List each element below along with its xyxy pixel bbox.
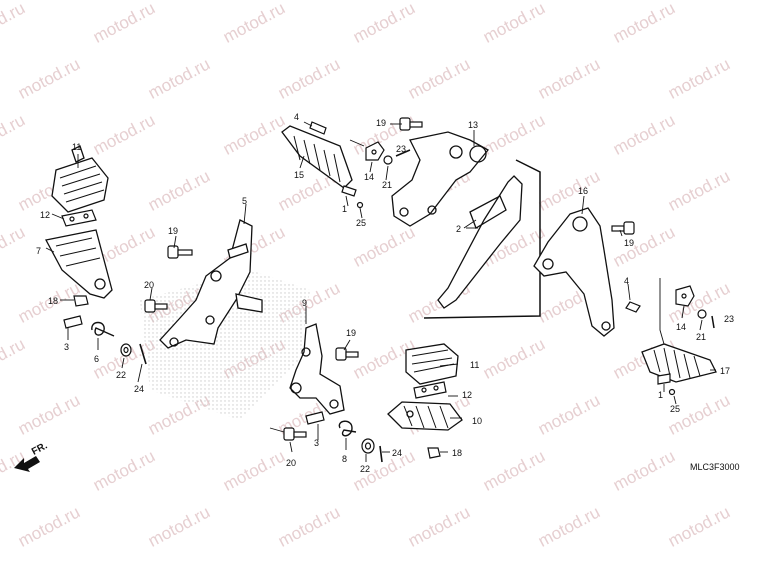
part-11-footpeg-rubber-lower xyxy=(405,343,459,385)
part-18-nut-left xyxy=(73,295,89,307)
part-12-plate-left xyxy=(61,209,97,227)
part-12-plate-lower xyxy=(413,381,447,399)
part-3-pin-lower xyxy=(305,411,325,425)
part-14-clip-upper xyxy=(365,141,385,161)
part-6-spring-left xyxy=(91,321,115,337)
callout-23-right: 23 xyxy=(724,314,734,324)
callout-15: 15 xyxy=(294,170,304,180)
part-21-washer-upper xyxy=(383,155,393,165)
part-24-cotter-left xyxy=(139,343,147,365)
part-22-washer-left xyxy=(120,343,132,357)
callout-21-right: 21 xyxy=(696,332,706,342)
callout-1-upper: 1 xyxy=(342,204,347,214)
callout-7: 7 xyxy=(36,246,41,256)
callout-25-right: 25 xyxy=(670,404,680,414)
part-9-step-bracket-lower xyxy=(289,323,345,415)
part-18-nut-lower xyxy=(427,447,441,459)
callout-21-upper: 21 xyxy=(382,180,392,190)
part-25-cotter-upper xyxy=(356,201,364,209)
callout-4-right: 4 xyxy=(624,276,629,286)
part-15-footpeg-upper xyxy=(281,125,353,189)
callout-2: 2 xyxy=(456,224,461,234)
callout-12-lower: 12 xyxy=(462,390,472,400)
callout-19-left: 19 xyxy=(168,226,178,236)
callout-22-lower: 22 xyxy=(360,464,370,474)
callout-10: 10 xyxy=(472,416,482,426)
part-23-pin-right xyxy=(711,315,715,329)
part-16-step-holder-right xyxy=(533,207,615,337)
callout-13: 13 xyxy=(468,120,478,130)
callout-19-lower: 19 xyxy=(346,328,356,338)
callout-14-upper: 14 xyxy=(364,172,374,182)
callout-24-left: 24 xyxy=(134,384,144,394)
part-21-washer-right xyxy=(697,309,707,319)
part-1-washer-right xyxy=(657,373,671,385)
part-1-washer-upper xyxy=(341,185,357,197)
part-25-cotter-right xyxy=(668,388,676,396)
part-19-bolt-upper xyxy=(399,117,423,131)
part-4-pin-upper xyxy=(309,121,327,135)
leader-lines xyxy=(45,121,716,462)
diagram-code: MLC3F3000 xyxy=(690,462,740,472)
part-10-footpeg-lower xyxy=(387,401,463,431)
part-7-footpeg-left xyxy=(45,229,113,299)
callout-20-lower: 20 xyxy=(286,458,296,468)
part-5-step-bracket-left xyxy=(159,219,263,349)
callout-3-left: 3 xyxy=(64,342,69,352)
callout-11-left: 11 xyxy=(72,142,81,152)
part-17-footpeg-right xyxy=(641,343,717,383)
part-19-bolt-lower xyxy=(335,347,359,361)
callout-18-left: 18 xyxy=(48,296,58,306)
frame-line-center xyxy=(423,159,541,319)
callout-19-upper: 19 xyxy=(376,118,386,128)
callout-14-right: 14 xyxy=(676,322,686,332)
part-22-washer-lower xyxy=(361,438,375,454)
callout-22-left: 22 xyxy=(116,370,126,380)
callout-9: 9 xyxy=(302,298,307,308)
callout-23-upper: 23 xyxy=(396,144,406,154)
part-23-pin-upper xyxy=(395,149,411,157)
callout-5: 5 xyxy=(242,196,247,206)
callout-12-left: 12 xyxy=(40,210,50,220)
callout-18-lower: 18 xyxy=(452,448,462,458)
callout-labels: 11 12 7 18 3 6 22 24 19 20 5 4 15 1 25 1… xyxy=(36,112,734,474)
part-19-bolt-left xyxy=(167,245,193,259)
callout-17: 17 xyxy=(720,366,730,376)
shading-area xyxy=(140,270,310,420)
part-4-pin-right xyxy=(625,301,641,313)
callout-8: 8 xyxy=(342,454,347,464)
callout-16: 16 xyxy=(578,186,588,196)
part-11-footpeg-rubber-left xyxy=(51,145,109,213)
part-8-spring-lower xyxy=(338,420,357,437)
part-14-clip-right xyxy=(675,285,695,307)
part-19-bolt-right xyxy=(611,221,635,235)
callout-1-right: 1 xyxy=(658,390,663,400)
callout-20-left: 20 xyxy=(144,280,154,290)
part-13-step-holder-upper xyxy=(391,131,489,227)
callout-24-lower: 24 xyxy=(392,448,402,458)
callout-19-right: 19 xyxy=(624,238,634,248)
callout-11-lower: 11 xyxy=(470,360,479,370)
part-24-cotter-lower xyxy=(379,445,383,463)
callout-4-upper: 4 xyxy=(294,112,299,122)
part-3-pin-left xyxy=(63,315,83,329)
callout-25-upper: 25 xyxy=(356,218,366,228)
callout-6: 6 xyxy=(94,354,99,364)
part-20-bolt-lower xyxy=(283,427,307,441)
front-direction-arrow xyxy=(14,456,40,472)
callout-3-lower: 3 xyxy=(314,438,319,448)
part-2-heel-guard xyxy=(437,175,523,309)
